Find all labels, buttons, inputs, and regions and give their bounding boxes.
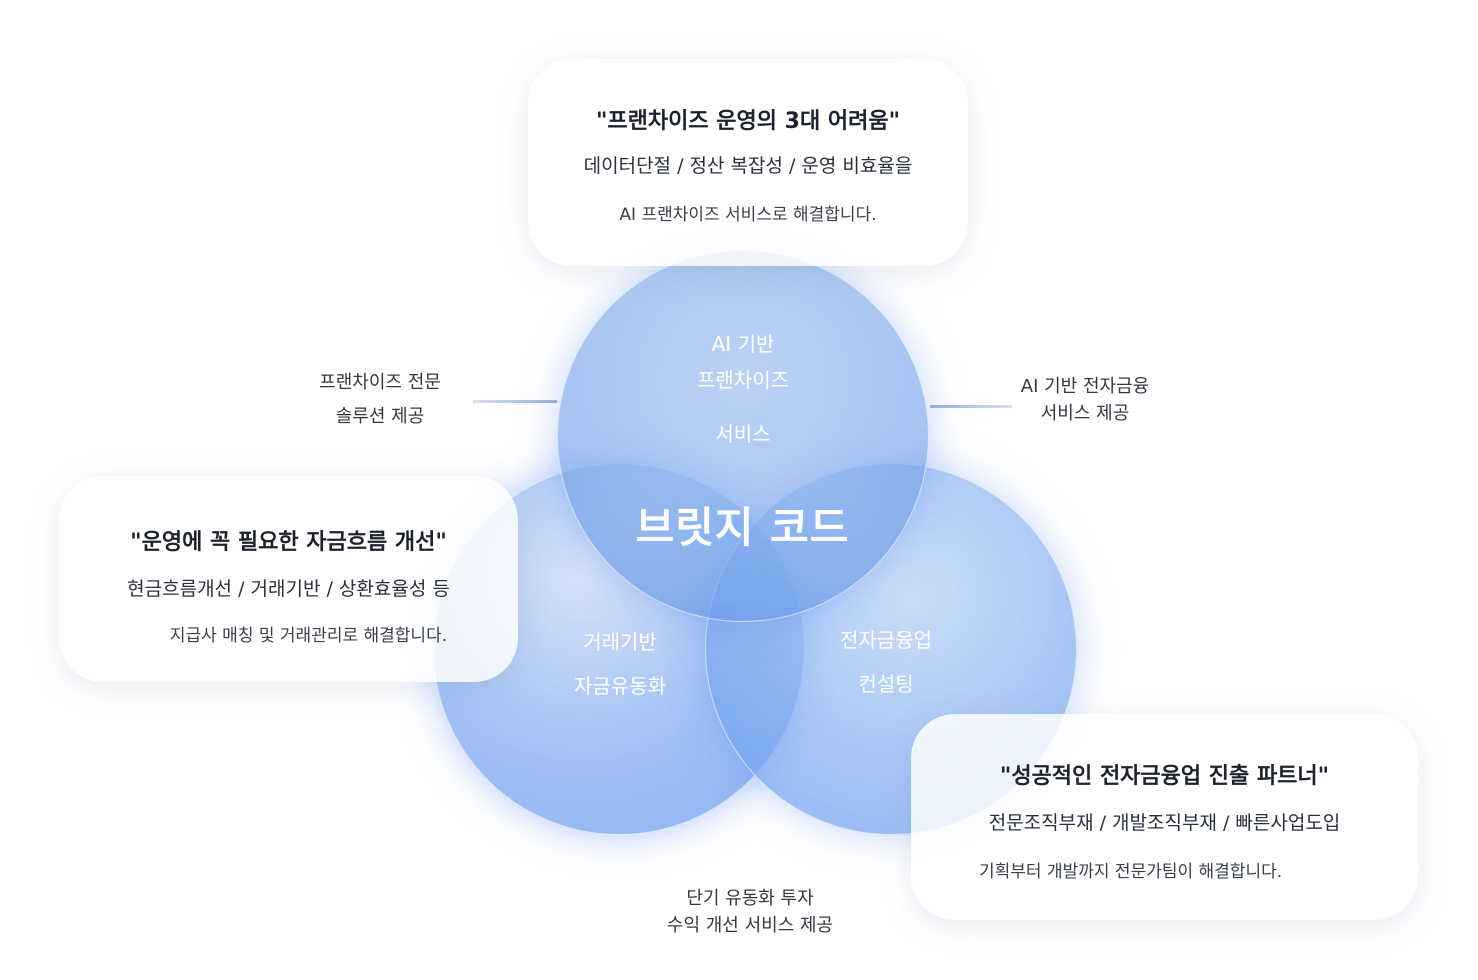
- circle-top-line2: 프랜차이즈: [697, 368, 789, 392]
- card-left-desc: 지급사 매칭 및 거래관리로 해결합니다.: [169, 626, 448, 646]
- card-left: "운영에 꼭 필요한 자금흐름 개선" 현금흐름개선 / 거래기반 / 상환효율…: [59, 476, 518, 682]
- card-top-title: "프랜차이즈 운영의 3대 어려움": [595, 109, 901, 134]
- label-left-line2: 솔루션 제공: [335, 406, 425, 427]
- circle-right-line1: 전자금융업: [840, 628, 932, 652]
- label-left: 프랜차이즈 전문 솔루션 제공: [290, 366, 470, 434]
- card-left-title: "운영에 꼭 필요한 자금흐름 개선": [130, 530, 447, 555]
- label-left-line1: 프랜차이즈 전문: [319, 372, 441, 393]
- circle-top-text: AI 기반 프랜차이즈 서비스: [640, 332, 846, 446]
- label-bottom-line1: 단기 유동화 투자: [686, 888, 814, 909]
- circle-right-line2: 컨설팅: [858, 672, 914, 696]
- card-right-title: "성공적인 전자금융업 진출 파트너": [999, 764, 1330, 789]
- card-top-sub: 데이터단절 / 정산 복잡성 / 운영 비효율을: [583, 155, 913, 177]
- label-bottom-line2: 수익 개선 서비스 제공: [666, 915, 834, 936]
- card-left-sub: 현금흐름개선 / 거래기반 / 상환효율성 등: [127, 578, 450, 600]
- card-top-desc: AI 프랜차이즈 서비스로 해결합니다.: [619, 205, 877, 225]
- circle-right-text: 전자금융업 컨설팅: [786, 628, 986, 696]
- circle-top-line3: 서비스: [715, 422, 771, 446]
- circle-top-line1: AI 기반: [711, 332, 775, 356]
- center-title: 브릿지 코드: [635, 503, 850, 552]
- circle-left-line2: 자금유동화: [574, 674, 666, 698]
- card-top: "프랜차이즈 운영의 3대 어려움" 데이터단절 / 정산 복잡성 / 운영 비…: [528, 59, 968, 266]
- connector-left: [473, 400, 557, 403]
- label-right-line1: AI 기반 전자금융: [1020, 376, 1150, 397]
- circle-left-line1: 거래기반: [583, 630, 657, 654]
- card-right-desc: 기획부터 개발까지 전문가팀이 해결합니다.: [979, 862, 1283, 882]
- label-bottom: 단기 유동화 투자 수익 개선 서비스 제공: [640, 885, 860, 939]
- label-right: AI 기반 전자금융 서비스 제공: [995, 373, 1175, 427]
- label-right-line2: 서비스 제공: [1040, 403, 1130, 424]
- connector-right: [930, 405, 1012, 408]
- card-right: "성공적인 전자금융업 진출 파트너" 전문조직부재 / 개발조직부재 / 빠른…: [911, 714, 1418, 920]
- card-right-sub: 전문조직부재 / 개발조직부재 / 빠른사업도입: [988, 812, 1341, 834]
- circle-top: [557, 250, 929, 622]
- circle-left-text: 거래기반 자금유동화: [520, 630, 720, 698]
